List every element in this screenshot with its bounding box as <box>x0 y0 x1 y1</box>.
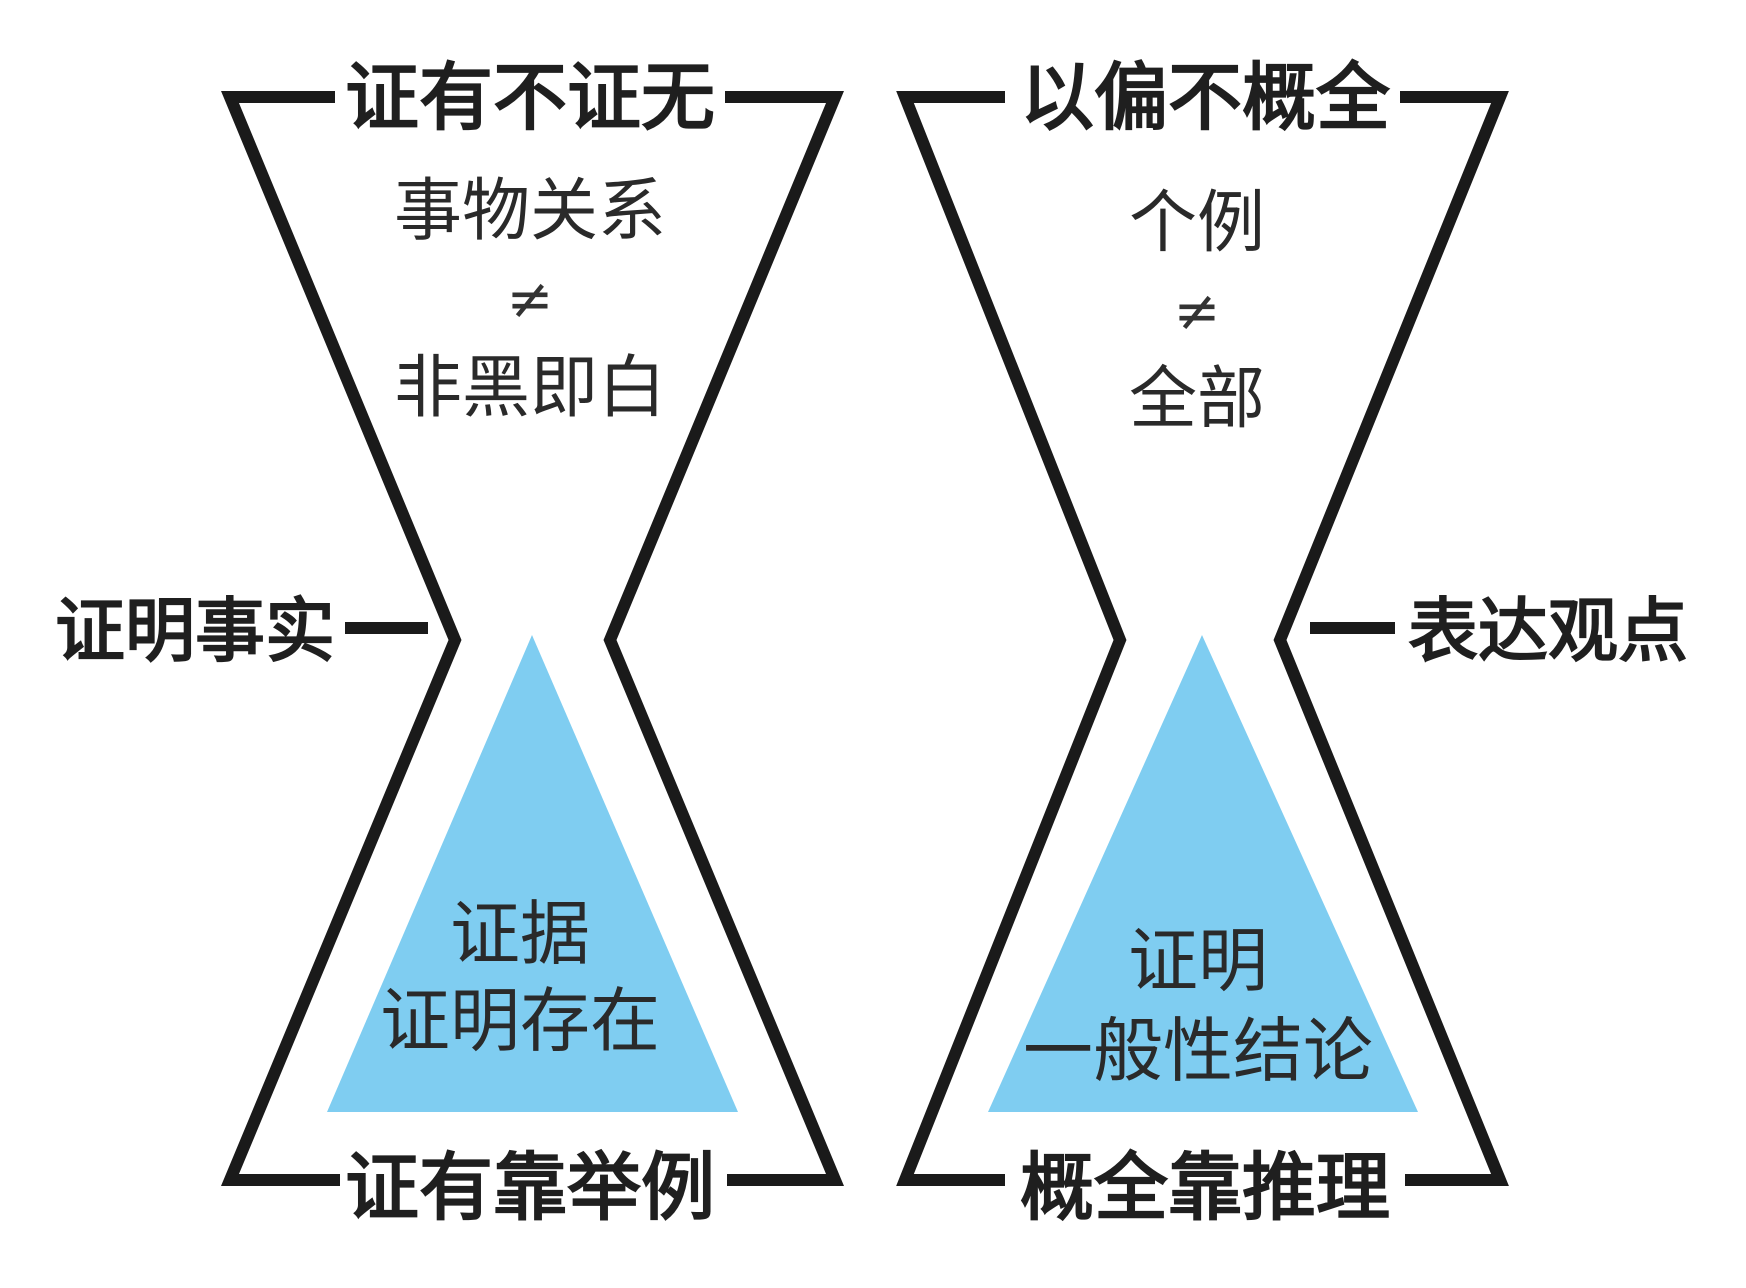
right-triangle-line1: 证明 <box>1128 920 1268 1002</box>
right-not-equal-symbol: ≠ <box>1174 279 1221 344</box>
left-top-label: 证有不证无 <box>345 55 715 141</box>
right-hourglass-outline <box>896 91 1509 1186</box>
left-upper-line1: 事物关系 <box>394 172 666 251</box>
left-triangle-line2: 证明存在 <box>380 980 660 1062</box>
left-hourglass-outline <box>221 91 844 1186</box>
left-side-label: 证明事实 <box>55 589 335 672</box>
left-triangle-line1: 证据 <box>450 893 590 975</box>
left-not-equal-symbol: ≠ <box>507 267 554 332</box>
right-bottom-label: 概全靠推理 <box>1020 1145 1390 1231</box>
left-triangle <box>327 635 738 1112</box>
right-top-label: 以偏不概全 <box>1020 55 1391 141</box>
right-triangle <box>988 635 1418 1112</box>
left-hourglass: 证有不证无 事物关系 ≠ 非黑即白 证明事实 证据 证明存在 证有靠举例 <box>55 55 844 1231</box>
right-hourglass: 以偏不概全 个例 ≠ 全部 表达观点 证明 一般性结论 概全靠推理 <box>896 55 1688 1231</box>
left-bottom-label: 证有靠举例 <box>345 1145 715 1231</box>
left-upper-line2: 非黑即白 <box>394 349 666 428</box>
right-upper-line2: 全部 <box>1129 360 1265 439</box>
right-upper-line1: 个例 <box>1129 184 1265 263</box>
right-triangle-line2: 一般性结论 <box>1023 1010 1373 1092</box>
right-side-label: 表达观点 <box>1408 589 1688 672</box>
